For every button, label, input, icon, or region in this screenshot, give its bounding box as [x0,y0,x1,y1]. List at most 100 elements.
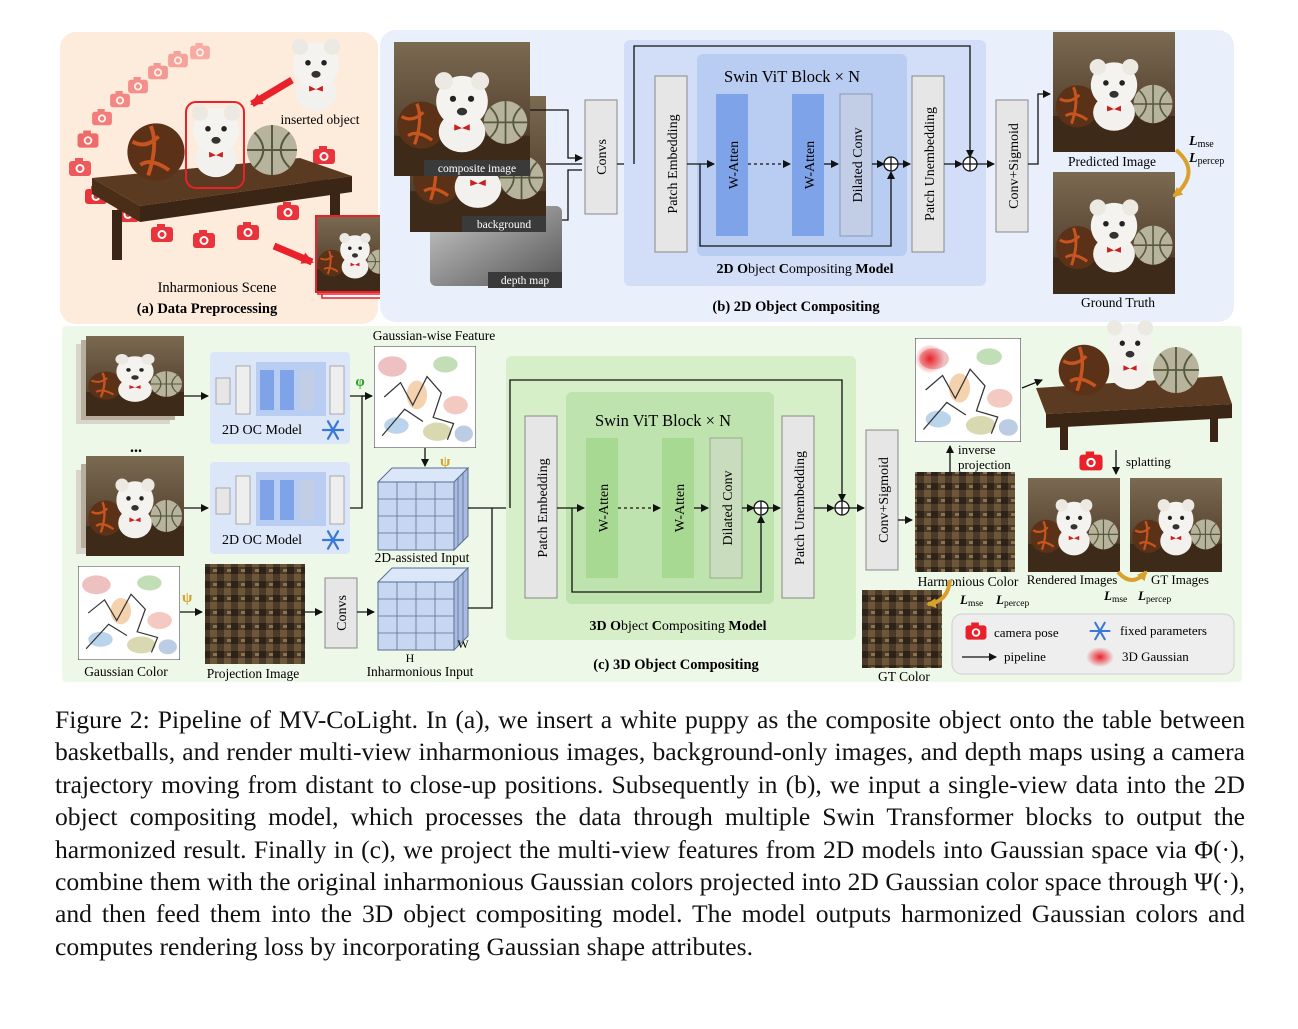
patch-unembedding-3d [781,415,815,599]
loss-arrow-color [926,579,952,609]
inharmonious-input-cube [377,567,469,651]
patch-unembedding-2d [911,75,945,253]
inharmonious-scene-label: Inharmonious Scene [158,280,277,296]
gt-color-label: GT Color [878,669,930,684]
svg-text:Lpercep: Lpercep [1137,588,1172,605]
w-atten-2d-first-label: W-Atten [727,141,742,189]
gaussian-blob-icon [1086,647,1114,667]
composite-image-label: composite image [438,163,516,175]
ground-truth-label: Ground Truth [1081,295,1155,310]
conv-sigmoid-3d-label: Conv+Sigmoid [877,457,892,543]
projection-image [205,564,305,664]
render-arrow [272,242,314,266]
figure-caption: Figure 2: Pipeline of MV-CoLight. In (a)… [55,704,1245,963]
splatting-label: splatting [1126,454,1171,469]
legend: camera pose fixed parameters pipeline 3D… [951,613,1235,675]
gaussian-color-image [78,566,180,660]
oc-to-feature-arrow [350,392,373,509]
residual-sum-3d-outer [834,500,850,516]
phi-symbol: φ [355,374,364,390]
w-atten-2d-second-label: W-Atten [803,141,818,189]
gaussian-feature-image [374,346,476,448]
oc-model-bottom: 2D OC Model [210,462,350,554]
composite-image: composite image [394,42,530,176]
inharmonious-input-label: Inharmonious Input [367,664,474,679]
predicted-image [1053,32,1175,152]
psi-symbol-top: ψ [440,454,451,470]
harmonious-color-image [915,472,1015,572]
inharmonious-merge-line [468,508,493,609]
loss-arrow-render [1116,570,1148,582]
convs-block-2d-label: Convs [595,139,610,175]
svg-text:Lpercep: Lpercep [1188,151,1224,167]
gt-images-label: GT Images [1151,572,1209,587]
model-3d-label: 3D Object Compositing Model [590,619,767,634]
psi-symbol-bottom: ψ [182,590,193,606]
panel-a-title: (a) Data Preprocessing [137,301,278,317]
convs-block-2d [584,99,618,215]
rendered-images-label: Rendered Images [1027,572,1118,587]
harmonized-3d-scene [1036,320,1232,450]
w-atten-2d-second [792,94,824,236]
panel-a-data-preprocessing: inserted object Inharmonious Scene (a) D… [60,32,409,324]
patch-unembedding-3d-label: Patch Unembedding [793,451,808,565]
outer-skip-2d-arrow [633,45,974,164]
patch-unembedding-2d-label: Patch Unembedding [923,107,938,221]
predicted-image-label: Predicted Image [1068,154,1156,169]
residual-sum-3d-inner [753,500,769,516]
w-dim-label: W [457,637,469,651]
w-atten-3d-first-label: W-Atten [597,484,612,532]
inner-skip-2d-arrow [699,164,895,247]
insert-arrow [250,76,294,108]
patch-embedding-3d-label: Patch Embedding [536,458,551,557]
patch-embedding-2d-label: Patch Embedding [666,114,681,213]
svg-text:Lmse: Lmse [959,592,983,609]
projection-image-label: Projection Image [207,666,300,681]
loss-labels-color: Lmse Lpercep [959,592,1030,609]
inverse-projection-label-line1: inverse [958,442,996,457]
composite-to-convs-arrow [530,109,583,162]
dilated-conv-2d [839,93,873,237]
pipeline-figure: inserted object Inharmonious Scene (a) D… [60,30,1242,684]
model-2d-label: 2D Object Compositing Model [717,262,894,277]
gaussian-feature-label: Gaussian-wise Feature [373,328,496,343]
patch-embedding-3d [524,415,558,599]
svg-text:Lmse: Lmse [1188,134,1214,150]
convs-block-3d-label: Convs [335,595,350,631]
conv-sigmoid-3d [865,429,899,571]
outer-skip-3d-arrow [509,379,846,508]
panel-c-3d-object-compositing: ... 2D OC Model [62,320,1242,684]
background-label: background [477,219,532,231]
oc-model-top: 2D OC Model [210,352,350,444]
legend-camera-pose: camera pose [994,625,1059,640]
loss-arrow-2d [1172,148,1191,198]
conv-sigmoid-2d [995,99,1029,233]
rendered-images [1028,478,1120,572]
w-atten-3d-second [662,438,694,578]
multiview-input-stack-bottom [76,456,184,556]
inserted-object-label: inserted object [280,112,359,127]
w-atten-2d-first [716,94,748,236]
ground-truth-image [1053,172,1175,294]
gt-images [1130,478,1222,572]
view-ellipsis: ... [130,439,142,456]
legend-pipeline: pipeline [1004,649,1046,664]
legend-fixed-parameters: fixed parameters [1120,623,1207,638]
legend-3d-gaussian: 3D Gaussian [1122,649,1189,664]
svg-text:Lmse: Lmse [1103,588,1127,605]
assisted-input-label: 2D-assisted Input [375,550,470,565]
dilated-conv-2d-label: Dilated Conv [851,127,866,202]
depth-to-convs-line [562,169,582,221]
harmonious-gaussian-image [915,338,1021,442]
residual-sum-2d-outer [962,156,978,172]
inner-skip-3d-arrow [571,508,765,593]
background-image: background [410,96,546,232]
h-dim-label: H [406,651,415,665]
panel-b-2d-object-compositing: depth map background composite image Con… [380,30,1234,322]
caption-text: Figure 2: Pipeline of MV-CoLight. In (a)… [55,705,1245,961]
swin-block-3d-label: Swin ViT Block × N [595,411,731,430]
dilated-conv-3d-label: Dilated Conv [721,470,736,545]
loss-labels-2d: Lmse Lpercep [1188,134,1224,167]
w-atten-3d-second-label: W-Atten [673,484,688,532]
oc-model-top-label: 2D OC Model [222,423,302,438]
